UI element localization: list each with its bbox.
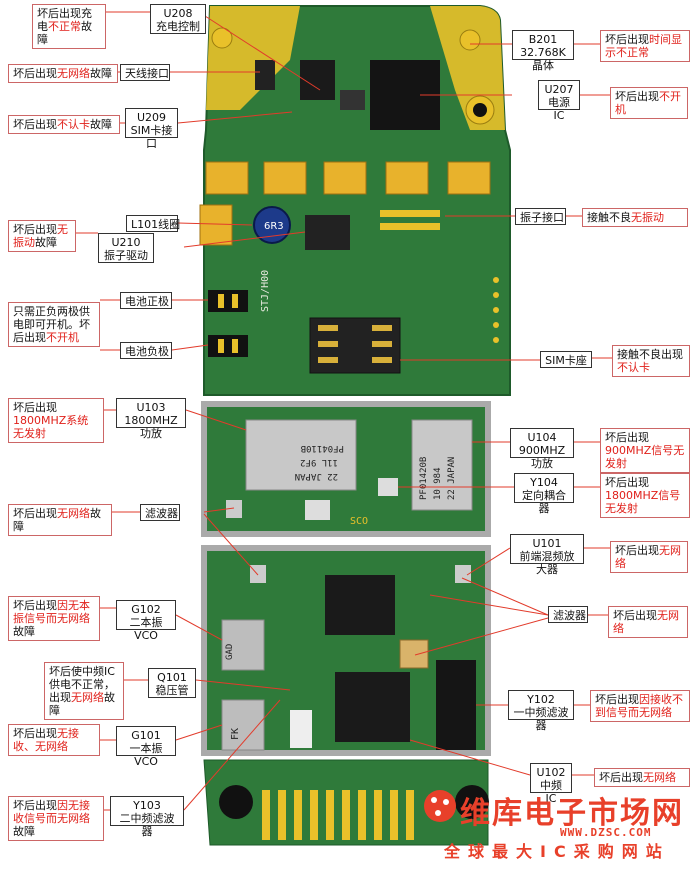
annotation-u104: 坏后出现900MHZ信号无发射	[600, 428, 690, 473]
annotation-antenna: 坏后出现无网络故障	[8, 64, 118, 83]
annotation-q101: 坏后使中频IC供电不正常，出现无网络故障	[44, 662, 124, 720]
annotation-y103: 坏后出现因无接收信号而无网络故障	[8, 796, 104, 841]
svg-text:11L 9F2: 11L 9F2	[300, 457, 338, 467]
annotation-u207: 坏后出现不开机	[610, 87, 688, 119]
label-u209: U209 SIM卡接口	[125, 108, 178, 138]
vibrator-pad	[380, 210, 440, 217]
annotation-g102: 坏后出现因无本振信号而无网络故障	[8, 596, 100, 641]
svg-text:22 JAPAN: 22 JAPAN	[447, 457, 457, 500]
watermark-logo-icon	[420, 786, 460, 826]
label-u103: U103 1800MHZ功放	[116, 398, 186, 428]
pcb-mount-hole	[460, 30, 480, 50]
annotation-u210: 坏后出现无振动故障	[8, 220, 76, 252]
annotation-battery: 只需正负两极供电即可开机。坏后出现不开机	[8, 302, 100, 347]
label-b201: B201 32.768K晶体	[512, 30, 574, 60]
annotation-filter-lower: 坏后出现无网络	[608, 606, 688, 638]
annotation-u103: 坏后出现1800MHZ系统无发射	[8, 398, 104, 443]
label-battery-negative: 电池负极	[120, 342, 172, 359]
label-l101: L101线圈	[126, 215, 178, 232]
label-y102: Y102 一中频滤波器	[508, 690, 574, 720]
u210-chip	[305, 215, 350, 250]
coil-marking: 6R3	[264, 221, 284, 232]
vibrator-pad	[380, 223, 440, 230]
silkscreen-text: STJ/H00	[260, 270, 271, 312]
label-u104: U104 900MHZ功放	[510, 428, 574, 458]
svg-text:22 JAPAN: 22 JAPAN	[295, 471, 338, 481]
label-u101: U101 前端混频放大器	[510, 534, 584, 564]
svg-text:10 984: 10 984	[433, 467, 443, 500]
label-y104: Y104 定向耦合器	[514, 473, 574, 503]
label-filter-upper: 滤波器	[140, 504, 180, 521]
label-y103: Y103 二中频滤波器	[110, 796, 184, 826]
label-u210: U210 振子驱动	[98, 233, 154, 263]
label-antenna: 天线接口	[120, 64, 170, 81]
label-battery-positive: 电池正极	[120, 292, 172, 309]
svg-text:GAD: GAD	[225, 644, 235, 660]
annotation-sim-seat: 接触不良出现不认卡	[612, 345, 690, 377]
svg-text:FK: FK	[230, 728, 241, 740]
annotation-y102: 坏后出现因接收不到信号而无网络	[590, 690, 690, 722]
label-u208: U208 充电控制	[150, 4, 206, 34]
svg-text:PF01420B: PF01420B	[419, 457, 429, 500]
silkscreen-text: SCO	[350, 516, 368, 527]
label-sim-seat: SIM卡座	[540, 351, 592, 368]
annotation-y104: 坏后出现1800MHZ信号无发射	[600, 473, 690, 518]
annotation-u208: 坏后出现充电不正常故障	[32, 4, 106, 49]
label-g101: G101 一本振VCO	[116, 726, 176, 756]
annotation-g101: 坏后出现无接收、无网络	[8, 724, 100, 756]
label-q101: Q101 稳压管	[148, 668, 196, 698]
label-u207: U207 电源IC	[538, 80, 580, 110]
u101-chip	[325, 575, 395, 635]
label-g102: G102 二本振VCO	[116, 600, 176, 630]
svg-text:PF04110B: PF04110B	[301, 443, 344, 453]
watermark-slogan: 全球最大IC采购网站	[444, 838, 670, 862]
watermark: 维库电子市场网 WWW.DZSC.COM 全球最大IC采购网站	[420, 780, 690, 860]
u102-chip	[335, 672, 410, 742]
annotation-vibrator: 接触不良无振动	[582, 208, 688, 227]
y102-filter	[436, 660, 476, 750]
annotation-u101: 坏后出现无网络	[610, 541, 688, 573]
annotation-u209: 坏后出现不认卡故障	[8, 115, 120, 134]
label-vibrator-connector: 振子接口	[515, 208, 566, 225]
annotation-b201: 坏后出现时间显示不正常	[600, 30, 690, 62]
annotation-filter-upper: 坏后出现无网络故障	[8, 504, 112, 536]
y104-chip	[378, 478, 398, 496]
label-filter-lower: 滤波器	[548, 606, 588, 623]
